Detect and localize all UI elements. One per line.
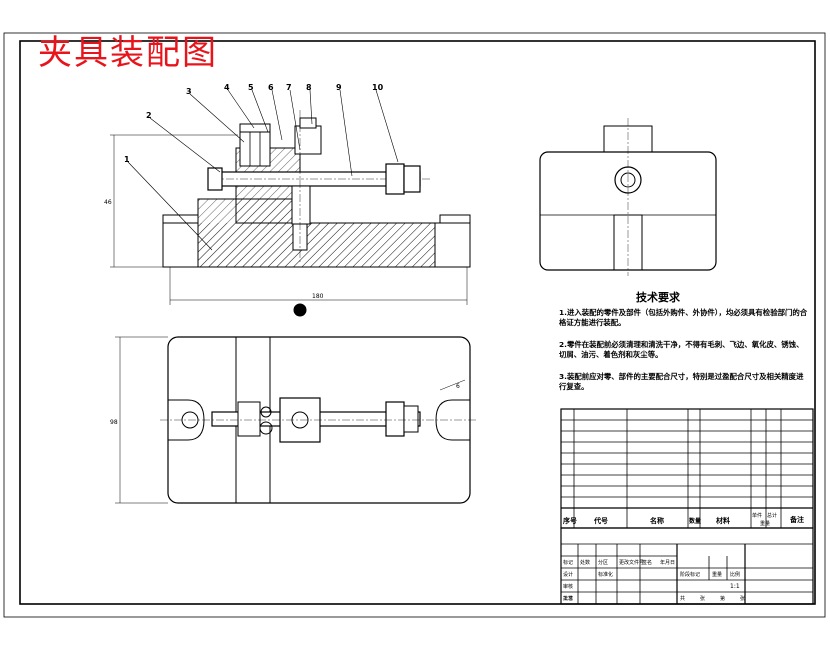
title-block-label-7: 标准化	[598, 571, 613, 578]
title-block-label-9: 重量	[712, 571, 722, 578]
outer-frame	[3, 32, 826, 618]
col-material: 材料	[715, 516, 730, 525]
title-block-label-0: 标记	[563, 559, 573, 566]
title-block-label-5: 年月日	[660, 559, 675, 566]
tech-requirements-heading: 技术要求	[636, 291, 680, 304]
inner-frame	[19, 40, 816, 605]
title-block-label-17: 张	[740, 595, 745, 602]
side-view	[539, 118, 717, 276]
title-block-label-1: 处数	[580, 559, 590, 566]
title-block-label-12: 工艺	[563, 596, 573, 602]
callout-1: 1	[124, 155, 130, 164]
col-total-weight: 总计	[767, 512, 777, 519]
callout-6: 6	[268, 83, 274, 92]
dim-slot-width: 6	[456, 383, 460, 390]
col-name: 名称	[650, 516, 664, 525]
front-view	[110, 89, 471, 317]
col-unit-weight: 单件	[752, 512, 762, 519]
dim-overall-height: 46	[104, 199, 112, 206]
title-block-scale: 1:1	[730, 583, 740, 590]
title-block-label-11: 审核	[563, 583, 573, 590]
dim-plan-width: 98	[110, 419, 118, 426]
callout-3: 3	[186, 87, 192, 96]
title-block-label-6: 设计	[563, 571, 573, 578]
col-remarks: 备注	[789, 515, 804, 524]
dim-overall-length: 180	[312, 293, 324, 300]
title-block-label-2: 分区	[598, 559, 608, 566]
callout-5: 5	[248, 83, 254, 92]
title-block-label-15: 张	[700, 595, 705, 602]
title-block-label-13: 批准	[563, 595, 573, 602]
title-block-label-4: 签名	[642, 559, 652, 566]
title-block-label-10: 比例	[730, 571, 740, 578]
title-block-label-3: 更改文件号	[619, 559, 644, 566]
callout-10: 10	[372, 83, 384, 92]
col-qty: 数量	[689, 517, 701, 525]
parts-table	[560, 408, 814, 605]
col-code: 代号	[593, 516, 608, 525]
title-block-label-8: 阶段标记	[680, 571, 700, 578]
title-block-label-14: 共	[680, 595, 685, 602]
callout-2: 2	[146, 111, 152, 120]
tech-requirement-2: 2.零件在装配前必须清理和清洗干净，不得有毛刺、飞边、氧化皮、锈蚀、切屑、油污、…	[559, 340, 804, 359]
callout-4: 4	[224, 83, 230, 92]
title-block-label-16: 第	[720, 595, 725, 602]
tech-requirement-1: 1.进入装配的零件及部件（包括外购件、外协件），均必须具有检验部门的合格证方能进…	[559, 308, 808, 327]
callout-9: 9	[336, 83, 342, 92]
col-no: 序号	[562, 516, 577, 525]
col-mass: 重量	[760, 520, 770, 527]
tech-requirement-3: 3.装配前应对零、部件的主要配合尺寸，特别是过盈配合尺寸及相关精度进行复查。	[559, 372, 804, 391]
top-view	[115, 336, 478, 504]
callout-7: 7	[286, 83, 292, 92]
drawing-title: 夹具装配图	[38, 33, 218, 73]
callout-8: 8	[306, 83, 312, 92]
